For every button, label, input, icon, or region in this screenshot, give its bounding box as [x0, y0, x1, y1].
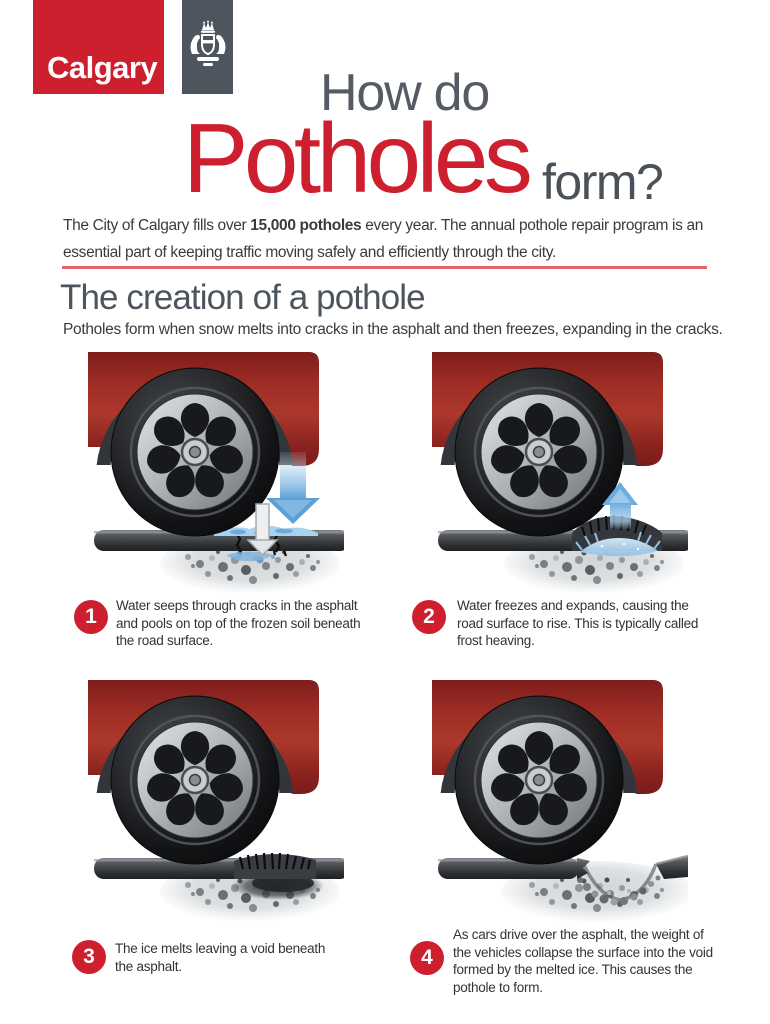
section-subheading: Potholes form when snow melts into crack… [63, 321, 723, 338]
step-1-caption: Water seeps through cracks in the asphal… [116, 597, 361, 650]
page-title-main: Potholes [183, 103, 533, 213]
step-4-badge: 4 [410, 941, 444, 975]
pothole-cavity [577, 862, 661, 906]
cracked-asphalt [234, 852, 316, 879]
calgary-logo-text: Calgary [47, 50, 158, 85]
step-3-badge: 3 [72, 940, 106, 974]
caption-line: The ice melts leaving a void beneath [115, 941, 326, 956]
arrow-down-icon [266, 452, 320, 524]
asphalt-cracks [235, 531, 288, 557]
caption-line: and pools on top of the frozen soil bene… [116, 615, 361, 631]
road-broken-left [438, 858, 590, 879]
ice-lens [575, 531, 661, 557]
step-2-badge: 2 [412, 600, 446, 634]
caption-line: frost heaving. [457, 633, 535, 648]
caption-line: Water freezes and expands, causing the [457, 598, 689, 613]
arrow-up-icon [602, 482, 638, 529]
intro-line1: The City of Calgary fills over 15,000 po… [63, 217, 703, 234]
caption-line: road surface to rise. This is typically … [457, 615, 699, 631]
caption-line: Water seeps through cracks in the asphal… [116, 598, 358, 613]
intro-line2: essential part of keeping traffic moving… [63, 243, 556, 261]
caption-line: formed by the melted ice. This causes th… [453, 962, 693, 977]
step-1-badge: 1 [74, 600, 108, 634]
illustration-step-4 [432, 680, 688, 922]
caption-line: As cars drive over the asphalt, the weig… [453, 927, 704, 942]
page-title-line1: How do [320, 64, 490, 122]
illustration-step-1 [88, 352, 344, 594]
caption-line: the vehicles collapse the surface into t… [453, 944, 713, 960]
step-3-caption: The ice melts leaving a void beneath the… [115, 940, 325, 975]
caption-line: the road surface. [116, 633, 214, 648]
car-and-wheel [88, 680, 321, 866]
crest-box [182, 0, 233, 94]
calgary-logo-box: Calgary [33, 0, 164, 94]
page-title-suffix: form? [542, 154, 664, 210]
step-2-caption: Water freezes and expands, causing the r… [457, 597, 698, 650]
caption-line: the asphalt. [115, 958, 182, 974]
intro-bold-stat: 15,000 potholes [250, 217, 362, 234]
crest-icon [190, 20, 225, 66]
step-4-caption: As cars drive over the asphalt, the weig… [453, 926, 713, 996]
section-heading: The creation of a pothole [60, 278, 426, 317]
caption-line: pothole to form. [453, 979, 543, 995]
illustration-step-3 [88, 680, 344, 922]
water-seep-arrow-icon [246, 503, 279, 557]
intro-paragraph: The City of Calgary fills over 15,000 po… [63, 213, 703, 266]
car-and-wheel [432, 680, 665, 866]
road-broken-right [655, 854, 688, 879]
red-divider-rule [62, 266, 707, 269]
illustration-step-2 [432, 352, 688, 594]
